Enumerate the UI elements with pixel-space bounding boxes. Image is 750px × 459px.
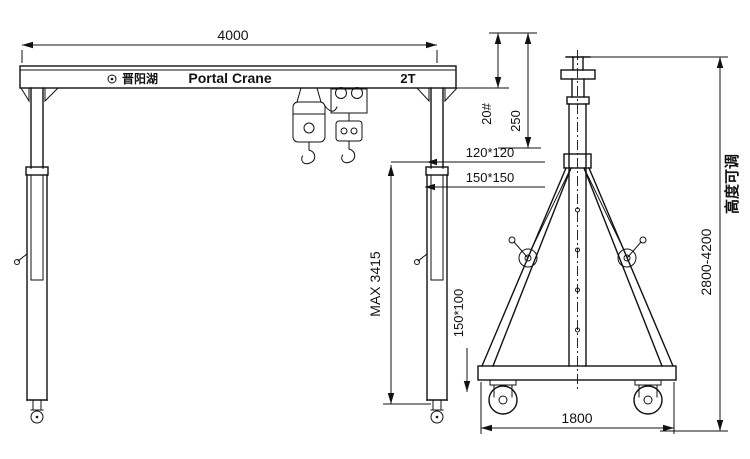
clamp-handle-knob — [414, 259, 420, 265]
lower-leg-section-label: 150*150 — [466, 170, 514, 185]
beam-seat-flange — [560, 69, 596, 80]
hoist-hook — [301, 149, 316, 165]
upper-leg-section-label: 120*120 — [466, 145, 514, 160]
diagonal-attach-collar — [563, 153, 592, 169]
side-view-mast — [560, 50, 596, 392]
left-leg — [14, 87, 60, 424]
side-view-winches — [508, 171, 647, 268]
chain-sprocket — [340, 127, 348, 135]
clamp-handle — [417, 253, 428, 262]
adjust-pin-hole — [575, 247, 580, 253]
beam-section-dimensions: 20# 250 — [456, 32, 541, 149]
caster-size-label: 150*100 — [451, 289, 466, 337]
foot-wheel-hub — [35, 415, 39, 419]
winch-crank-knob — [639, 236, 647, 244]
brand-logo-icon — [107, 74, 117, 84]
chain-sprocket — [350, 127, 358, 135]
winch-hub — [524, 254, 532, 262]
winch-cable — [585, 171, 625, 251]
base-width-label: 1800 — [561, 410, 592, 426]
load-hook — [341, 148, 356, 164]
trolley-wheel — [351, 87, 363, 99]
adjust-pin-hole — [575, 327, 580, 333]
hoist-body — [292, 101, 326, 143]
foot-wheel-hub — [435, 415, 439, 419]
winch-hub — [623, 254, 631, 262]
hoist-bracket — [296, 87, 302, 103]
right-diagonal-leg — [588, 167, 674, 367]
hoist-bracket — [316, 87, 322, 103]
clamp-handle-knob — [14, 259, 20, 265]
caster-mount-plate — [489, 379, 517, 386]
adjust-pin-hole — [575, 207, 580, 213]
winch-crank-handle — [513, 241, 529, 259]
trolley-wheel — [335, 87, 347, 99]
side-view-base — [477, 365, 677, 415]
adjust-pin-hole — [575, 287, 580, 293]
winch-crank-knob — [508, 236, 516, 244]
beam-outline — [19, 65, 457, 89]
caster-size-callout: 150*100 — [451, 289, 471, 392]
winch-cable — [530, 171, 570, 251]
max-height-label: MAX 3415 — [367, 251, 383, 317]
caster-wheel — [633, 385, 663, 415]
span-dimension: 4000 — [21, 27, 438, 63]
caster-wheel — [488, 385, 518, 415]
caster-mount-plate — [634, 379, 662, 386]
mast-collar — [566, 96, 590, 105]
gusset-plate — [44, 87, 60, 103]
leg-collar — [425, 166, 449, 176]
chain-block-body — [335, 120, 363, 142]
clearance-label: 250 — [508, 110, 523, 132]
clamp-handle — [17, 253, 28, 262]
span-dimension-label: 4000 — [217, 27, 248, 43]
height-range-label: 2800-4200 — [698, 228, 714, 295]
leg-section-callouts: 120*120 150*150 — [391, 145, 545, 191]
caster-wheel-hub — [643, 395, 653, 405]
main-beam: 晋阳湖 Portal Crane 2T — [19, 65, 457, 89]
height-adjustable-note: 高度可调 — [723, 154, 741, 214]
trolley-hoist — [292, 87, 368, 165]
beam-brand-label: 晋阳湖 — [122, 71, 158, 86]
hand-chain-cable — [324, 105, 338, 112]
max-height-dimension: MAX 3415 — [367, 165, 431, 405]
base-width-dimension: 1800 — [480, 382, 675, 434]
right-leg — [414, 87, 459, 424]
beam-title-label: Portal Crane — [188, 70, 271, 86]
gusset-plate — [20, 87, 30, 103]
gusset-plate — [415, 87, 430, 103]
foot-wheel — [430, 410, 444, 424]
winch-drum — [617, 248, 637, 268]
side-view-diagonals — [481, 167, 674, 367]
trolley-side-plate — [330, 88, 368, 114]
base-beam — [477, 365, 677, 381]
hoist-chain-wheel — [303, 122, 315, 134]
winch-crank-handle — [626, 241, 642, 259]
leg-collar — [25, 166, 49, 176]
winch-drum — [518, 248, 538, 268]
beam-section-label: 20# — [479, 102, 494, 124]
left-diagonal-leg — [492, 167, 572, 367]
capacity-label: 2T — [400, 71, 415, 86]
overall-height-dimension: 2800-4200 高度可调 — [590, 56, 741, 432]
right-diagonal-leg — [583, 167, 663, 367]
caster-wheel-hub — [498, 395, 508, 405]
gusset-plate — [444, 87, 459, 103]
brand-logo-dot-icon — [110, 77, 114, 81]
foot-wheel — [30, 410, 44, 424]
leader-arrow-icon — [427, 158, 437, 166]
left-diagonal-leg — [481, 167, 567, 367]
leader-arrow-icon — [425, 183, 435, 191]
